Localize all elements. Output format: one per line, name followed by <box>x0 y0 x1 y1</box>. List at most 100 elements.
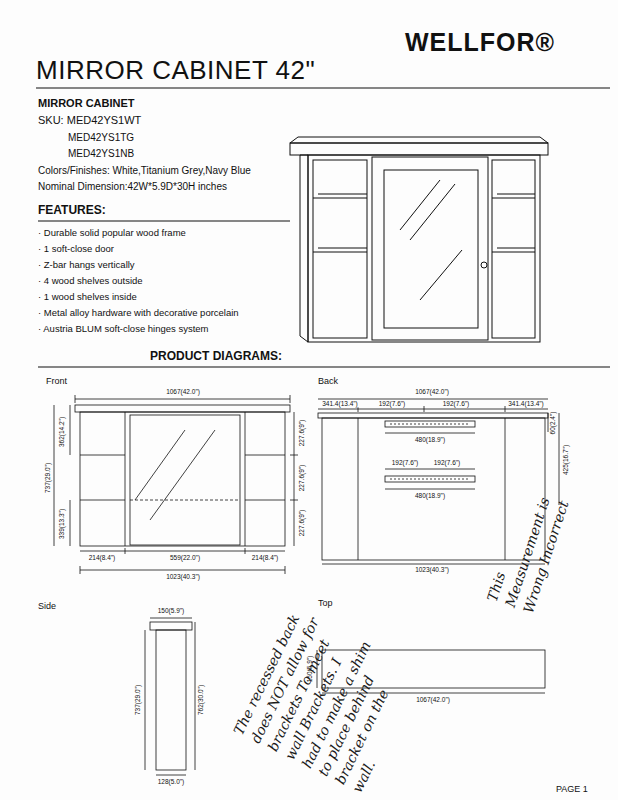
drawing-line <box>245 500 285 501</box>
page-number: PAGE 1 <box>556 784 588 794</box>
drawing-line <box>300 155 308 342</box>
drawing-line <box>559 413 560 505</box>
feature-item: · 1 wood shelves inside <box>38 292 137 303</box>
dimension: 1067(42.0") <box>414 388 450 395</box>
drawing-line <box>481 262 487 268</box>
drawing-line <box>70 500 71 546</box>
dimension: 1023(40.3") <box>414 566 450 573</box>
drawing-line <box>285 566 286 574</box>
dimension: 128(5.0") <box>157 778 186 785</box>
dimension: 559(22.0") <box>169 554 201 561</box>
drawing-line <box>80 551 285 552</box>
drawing-line <box>318 194 367 195</box>
dimension: 1067(42.0") <box>415 696 451 703</box>
drawing-line <box>492 252 535 253</box>
dimension: 425(16.7") <box>562 444 569 476</box>
dimension: 192(7.6") <box>391 459 420 466</box>
drawing-line <box>245 412 246 546</box>
drawing-line <box>36 87 610 88</box>
drawing-line <box>318 409 548 410</box>
drawing-line <box>492 160 535 338</box>
sku-text: MED42YS1TG <box>68 132 134 144</box>
dimension: 227.6(9") <box>298 419 305 448</box>
brand-logo: WELLFOR® <box>405 28 555 57</box>
drawing-line <box>38 220 290 221</box>
view-name: Side <box>38 601 56 611</box>
drawing-line <box>372 157 488 340</box>
page-title: MIRROR CABINET 42" <box>36 56 315 86</box>
cabinet-illustration <box>290 137 548 342</box>
drawing-line <box>424 406 425 412</box>
drawing-line <box>385 476 475 482</box>
drawing-line <box>294 412 295 546</box>
drawing-line <box>75 395 76 403</box>
feature-item: · 4 wood shelves outside <box>38 276 143 287</box>
drawing-line <box>125 548 126 554</box>
feature-item: · Z-bar hangs vertically <box>38 260 135 271</box>
dimension: 480(18.9") <box>414 492 446 499</box>
drawing-line <box>385 489 475 490</box>
dimension: 214(8.4") <box>88 554 117 561</box>
sku-text: SKU: MED42YS1WT <box>38 114 141 127</box>
front-view <box>54 395 298 574</box>
drawing-line <box>420 250 462 300</box>
feature-item: · Metal alloy hardware with decorative p… <box>38 308 239 319</box>
sku-text: MED42YS1NB <box>68 148 134 160</box>
dimension: 1067(42.0") <box>165 388 201 395</box>
side-view <box>145 618 195 775</box>
drawing-line <box>150 622 192 630</box>
dimension: 227.6(9") <box>298 464 305 493</box>
drawing-line <box>290 455 298 456</box>
drawing-line <box>313 160 367 338</box>
feature-item: · Austria BLUM soft-close hinges system <box>38 324 209 335</box>
drawing-line <box>130 415 240 545</box>
view-name: Front <box>46 376 67 386</box>
drawing-line <box>358 418 359 560</box>
handwritten-note: This Measurement is Wrong Incorrect <box>483 474 577 615</box>
drawing-line <box>150 618 192 619</box>
drawing-line <box>135 430 185 500</box>
dimension: 192(7.6") <box>433 459 462 466</box>
drawing-line <box>497 248 535 249</box>
drawing-line <box>318 248 367 249</box>
drawing-line <box>80 566 81 574</box>
drawing-line <box>384 170 478 328</box>
drawing-line <box>492 198 535 199</box>
drawing-line <box>385 421 475 427</box>
drawing-line <box>385 469 475 470</box>
dimension: 339(13.3") <box>58 508 65 540</box>
drawing-line <box>150 430 215 520</box>
drawing-line <box>75 399 290 400</box>
drawing-line <box>318 413 548 418</box>
drawing-line <box>410 184 455 240</box>
drawing-line <box>38 366 610 367</box>
drawing-line <box>245 548 246 554</box>
drawing-line <box>80 570 285 571</box>
drawing-line <box>290 395 291 403</box>
drawing-line <box>130 500 240 501</box>
drawing-line <box>505 406 506 412</box>
dimension: 214(8.4") <box>251 554 280 561</box>
drawing-line <box>80 455 125 456</box>
dimension: 341.4(13.4") <box>321 400 359 407</box>
drawing-line <box>385 433 475 434</box>
drawing-line <box>245 455 285 456</box>
drawing-line <box>497 194 535 195</box>
dimension: 150(5.9") <box>157 607 186 614</box>
spec-text: Colors/Finishes: White,Titanium Grey,Nav… <box>38 165 251 177</box>
drawing-line <box>75 405 290 412</box>
feature-item: · Durable solid popular wood frame <box>38 228 186 239</box>
handwritten-note: The recessed back does NOT allow for bra… <box>229 604 426 796</box>
dimension: 192(7.6") <box>378 400 407 407</box>
dimension: 1023(40.3") <box>165 573 201 580</box>
drawing-line <box>308 155 540 342</box>
dimension: 737(29.0") <box>44 462 51 494</box>
drawing-line <box>195 622 196 770</box>
dimension: 762(30.0") <box>197 684 204 716</box>
view-name: Back <box>318 376 338 386</box>
drawing-line <box>290 143 548 155</box>
drawing-line <box>156 775 186 776</box>
dimension: 60(2.4") <box>549 411 556 436</box>
dimension: 227.6(9") <box>298 509 305 538</box>
section-heading: PRODUCT DIAGRAMS: <box>150 350 282 364</box>
